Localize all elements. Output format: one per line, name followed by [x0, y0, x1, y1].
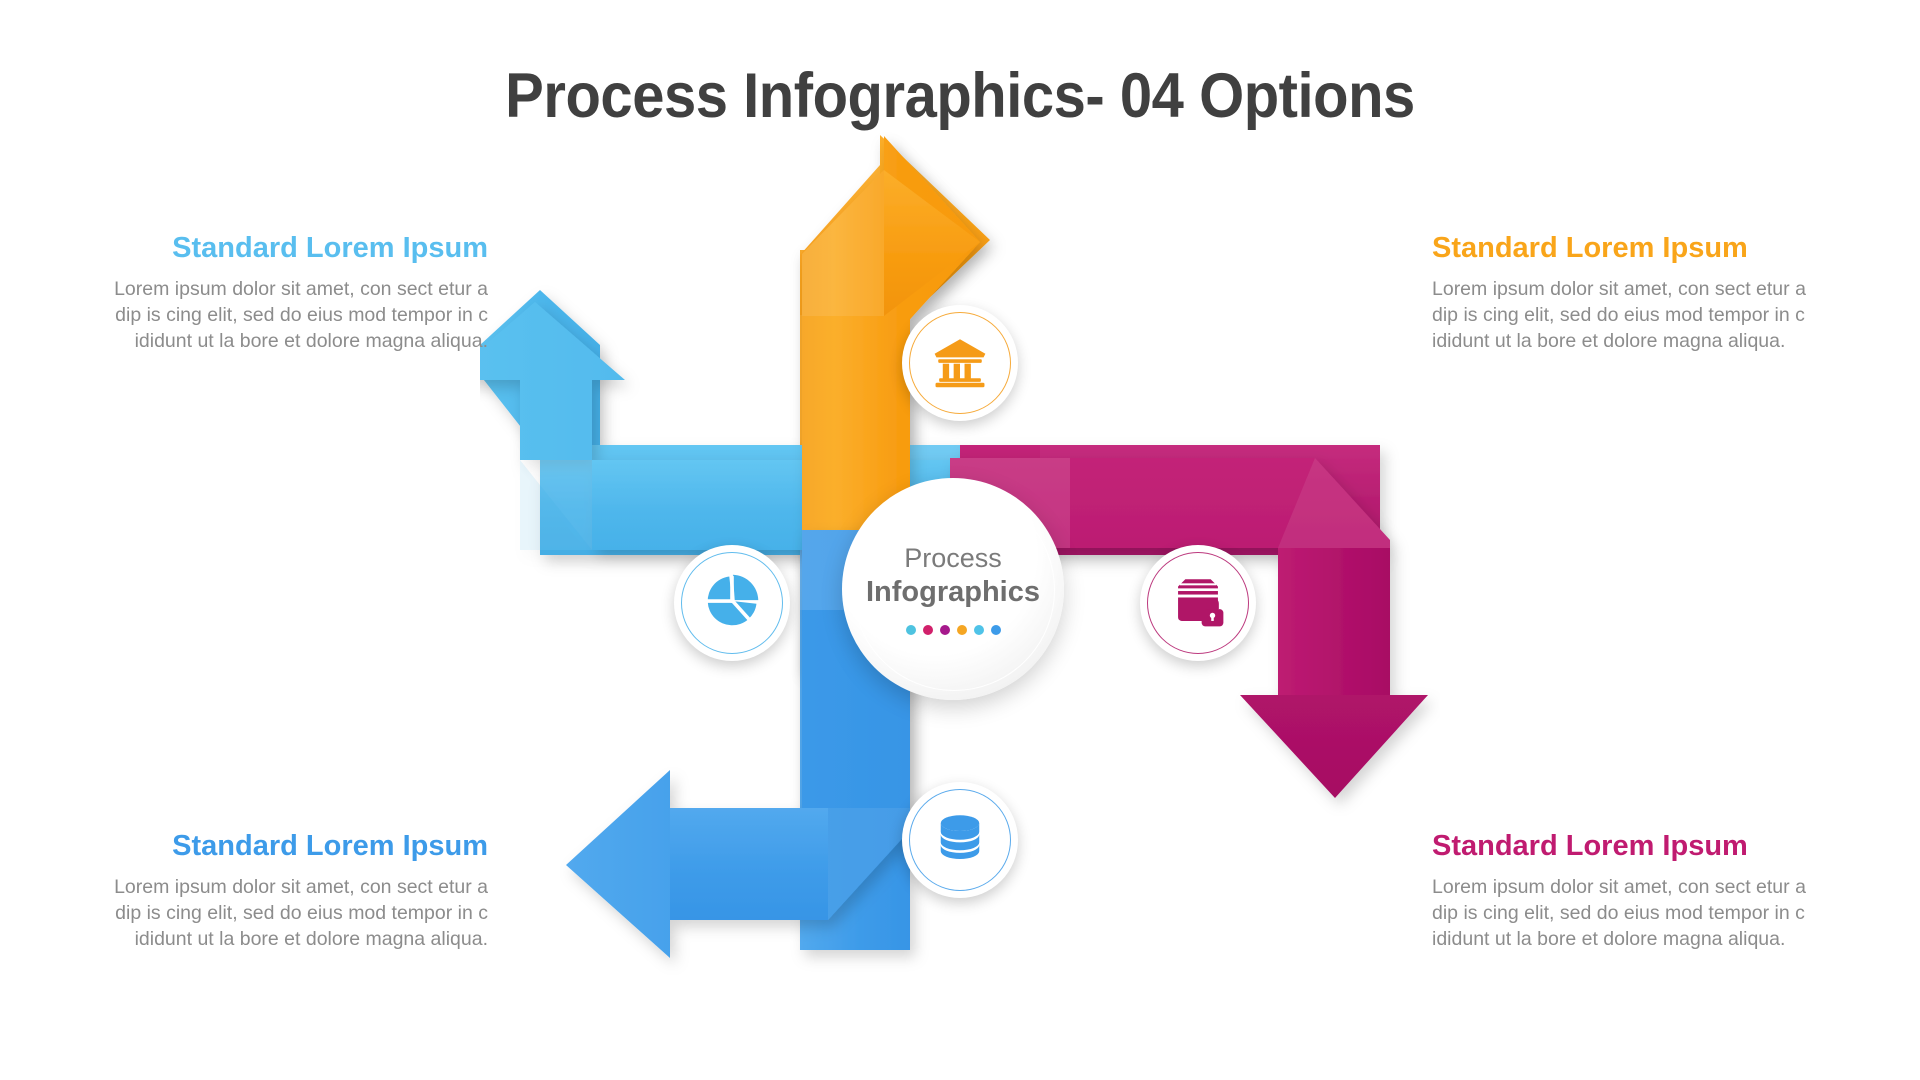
text-block-body: Lorem ipsum dolor sit amet, con sect etu…: [1432, 278, 1806, 352]
database-icon-circle[interactable]: [902, 782, 1018, 898]
hub-dot-4: [956, 625, 967, 636]
bank-building-icon: [931, 332, 989, 395]
text-block-top-right: Standard Lorem Ipsum Lorem ipsum dolor s…: [1432, 232, 1832, 355]
hub-title-line1: Process: [904, 542, 1002, 573]
text-block-bottom-right: Standard Lorem Ipsum Lorem ipsum dolor s…: [1432, 830, 1832, 953]
hub-dot-1: [905, 625, 916, 636]
locked-box-icon-circle[interactable]: [1140, 545, 1256, 661]
hub-dot-5: [973, 625, 984, 636]
page-title: Process Infographics- 04 Options: [505, 61, 1415, 131]
text-block-heading: Standard Lorem Ipsum: [172, 232, 488, 264]
hub-dot-3: [939, 625, 950, 636]
bank-building-icon-circle[interactable]: [902, 305, 1018, 421]
hub-dot-row: [905, 625, 1001, 636]
hub-dot-2: [922, 625, 933, 636]
pie-chart-icon: [703, 572, 761, 635]
text-block-heading: Standard Lorem Ipsum: [1432, 830, 1748, 862]
pie-chart-icon-circle[interactable]: [674, 545, 790, 661]
text-block-top-left: Standard Lorem Ipsum Lorem ipsum dolor s…: [88, 232, 488, 355]
arrow-right-down-shape: [950, 458, 1428, 798]
text-block-body: Lorem ipsum dolor sit amet, con sect etu…: [114, 278, 488, 352]
text-block-heading: Standard Lorem Ipsum: [172, 830, 488, 862]
text-block-body: Lorem ipsum dolor sit amet, con sect etu…: [114, 876, 488, 950]
hub-title-line2: Infographics: [865, 575, 1040, 608]
hub-dot-6: [990, 625, 1001, 636]
text-block-body: Lorem ipsum dolor sit amet, con sect etu…: [1432, 876, 1806, 950]
center-hub: Process Infographics: [842, 478, 1064, 700]
arrow-down-left-shape: [566, 530, 910, 958]
text-block-bottom-left: Standard Lorem Ipsum Lorem ipsum dolor s…: [88, 830, 488, 953]
locked-box-icon: [1169, 572, 1227, 635]
database-icon: [932, 810, 988, 871]
text-block-heading: Standard Lorem Ipsum: [1432, 232, 1748, 264]
